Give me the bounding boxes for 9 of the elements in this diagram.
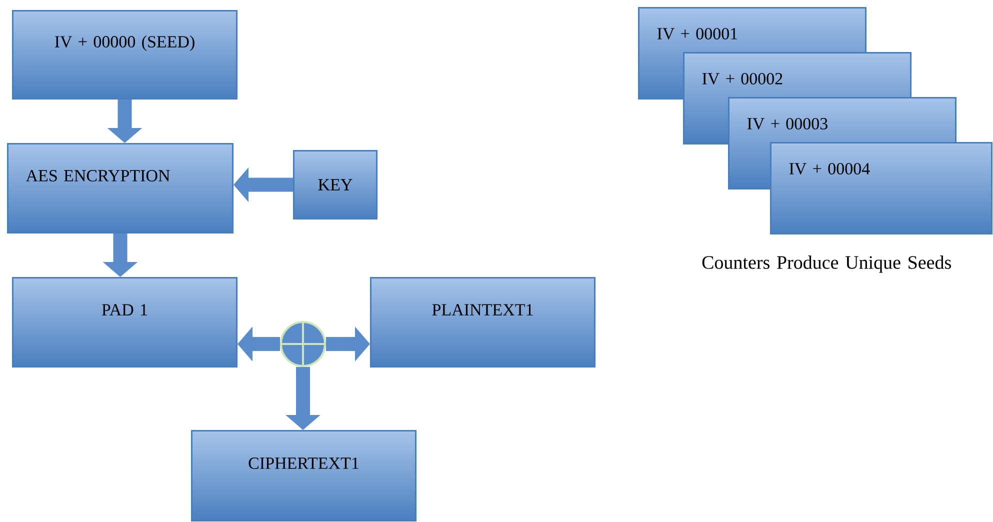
process-box: PLAINTEXT1 — [370, 277, 596, 368]
process-box: IV + 00000 (SEED) — [12, 10, 238, 100]
xor-circle — [280, 321, 326, 367]
process-box: PAD 1 — [12, 277, 238, 368]
process-box: CIPHERTEXT1 — [191, 430, 416, 522]
process-box: IV + 00004 — [770, 142, 993, 234]
process-box: AES ENCRYPTION — [7, 143, 234, 234]
process-box: KEY — [293, 150, 378, 220]
caption-text: Counters Produce Unique Seeds — [702, 256, 951, 273]
